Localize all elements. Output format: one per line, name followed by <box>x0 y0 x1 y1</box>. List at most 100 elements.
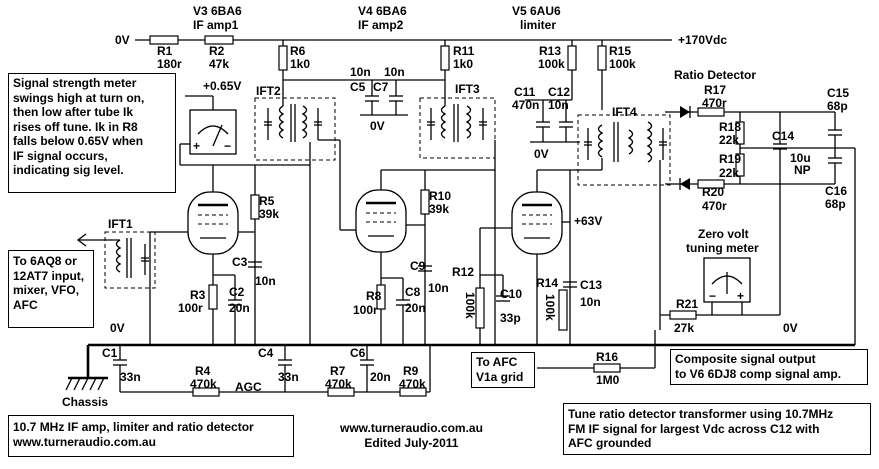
r5-resistor <box>250 194 260 220</box>
r3-resistor <box>208 284 218 310</box>
zero-volt-tuning-meter <box>703 257 751 315</box>
r14-value: 100k <box>543 294 557 321</box>
r9-value: 470k <box>399 377 426 391</box>
ground-bus <box>65 343 855 391</box>
b-plus-label: +170Vdc <box>678 33 727 47</box>
r13-resistor <box>567 45 577 71</box>
r4-ref: R4 <box>195 364 211 378</box>
r15-value: 100k <box>609 57 636 71</box>
r17-resistor <box>697 107 725 117</box>
c10-value: 33p <box>500 311 521 325</box>
plate-resistors <box>278 40 607 110</box>
tuning-instruction-note: Tune ratio detector transformer using 10… <box>563 403 871 455</box>
r6-value: 1k0 <box>290 57 310 71</box>
c12-ref: C12 <box>548 85 570 99</box>
r1-resistor <box>149 35 179 45</box>
website-edit-note: www.turneraudio.com.au Edited July-2011 <box>340 421 483 450</box>
v5-role: limiter <box>520 18 556 32</box>
r14-ref: R14 <box>536 276 558 290</box>
r18-ref: R18 <box>719 120 741 134</box>
ground-zero-v-right: 0V <box>783 321 798 335</box>
tuning-instruction-text: Tune ratio detector transformer using 10… <box>568 407 834 450</box>
agc-line <box>113 330 656 397</box>
v5-tube <box>511 170 563 255</box>
r11-value: 1k0 <box>453 57 473 71</box>
c15-value: 68p <box>827 99 848 113</box>
c5-c7-ground-label: 0V <box>370 119 385 133</box>
c7-ref: C7 <box>373 80 389 94</box>
r17-value: 470r <box>702 96 727 110</box>
r18-resistor <box>735 121 745 145</box>
r16-value: 1M0 <box>596 373 620 387</box>
c14-note: NP <box>794 163 811 177</box>
r5-value: 39k <box>259 207 279 221</box>
r3-ref: R3 <box>190 288 206 302</box>
c4-value: 33n <box>278 370 299 384</box>
tuning-meter-title-1: Zero volt <box>698 227 749 241</box>
ift4-transformer <box>577 114 671 186</box>
c14-ref: C14 <box>772 129 794 143</box>
v3-ref: V3 6BA6 <box>193 4 242 18</box>
r17-ref: R17 <box>704 83 726 97</box>
r19-value: 22k <box>719 166 739 180</box>
r7-ref: R7 <box>330 364 346 378</box>
c16-ref: C16 <box>825 184 847 198</box>
v3-circuit <box>149 142 311 345</box>
r20-ref: R20 <box>702 185 724 199</box>
chassis-label: Chassis <box>62 395 108 409</box>
agc-label: AGC <box>235 380 262 394</box>
top-rail <box>135 35 672 45</box>
r10-ref: R10 <box>429 189 451 203</box>
r13-value: 100k <box>538 57 565 71</box>
c3-ref: C3 <box>232 255 248 269</box>
c9-value: 10n <box>428 281 449 295</box>
r9-resistor <box>399 387 427 397</box>
signal-strength-meter <box>179 95 237 166</box>
r8-resistor <box>376 284 386 310</box>
r1-ref: R1 <box>157 44 173 58</box>
r2-ref: R2 <box>209 44 225 58</box>
ift1-transformer <box>76 231 156 289</box>
r21-resistor <box>669 310 697 320</box>
r5-ref: R5 <box>259 194 275 208</box>
v4-role: IF amp2 <box>358 18 404 32</box>
r10-resistor <box>420 189 430 215</box>
r8-ref: R8 <box>366 289 382 303</box>
r3-value: 100r <box>178 301 203 315</box>
c5-ref: C5 <box>350 80 366 94</box>
c5-value-top: 10n <box>350 65 371 79</box>
r10-value: 39k <box>429 202 449 216</box>
signal-meter-plus: + <box>193 139 200 153</box>
c10-ref: C10 <box>500 287 522 301</box>
r4-value: 470k <box>190 377 217 391</box>
c14-value: 10u <box>790 151 811 165</box>
c11-c12-ground-label: 0V <box>534 147 549 161</box>
r9-ref: R9 <box>403 364 419 378</box>
v3-role: IF amp1 <box>193 18 239 32</box>
tuning-meter-minus: − <box>709 289 716 303</box>
c15-ref: C15 <box>827 86 849 100</box>
r12-resistor <box>475 287 485 329</box>
c11-ref: C11 <box>514 85 536 99</box>
c16-value: 68p <box>825 197 846 211</box>
c13-ref: C13 <box>580 278 602 292</box>
afc-grid-note: To AFC V1a grid <box>471 352 535 388</box>
top-zero-v-label: 0V <box>115 33 130 47</box>
c1-ref: C1 <box>102 346 118 360</box>
v3-tube <box>187 165 239 255</box>
c8-ref: C8 <box>405 285 421 299</box>
c2-ref: C2 <box>229 285 245 299</box>
composite-output-note-text: Composite signal output to V6 6DJ8 comp … <box>675 352 842 381</box>
afc-grid-note-text: To AFC V1a grid <box>476 355 524 384</box>
ift1-label: IFT1 <box>108 217 133 231</box>
ift3-transformer <box>419 80 496 159</box>
tuning-meter-title-2: tuning meter <box>686 241 759 255</box>
r1-value: 180r <box>157 57 182 71</box>
r21-value: 27k <box>674 321 694 335</box>
c1-value: 33n <box>120 370 141 384</box>
r16-resistor <box>593 363 621 373</box>
tuning-meter-plus: + <box>737 289 744 303</box>
c3-value: 10n <box>255 274 276 288</box>
r15-ref: R15 <box>609 44 631 58</box>
